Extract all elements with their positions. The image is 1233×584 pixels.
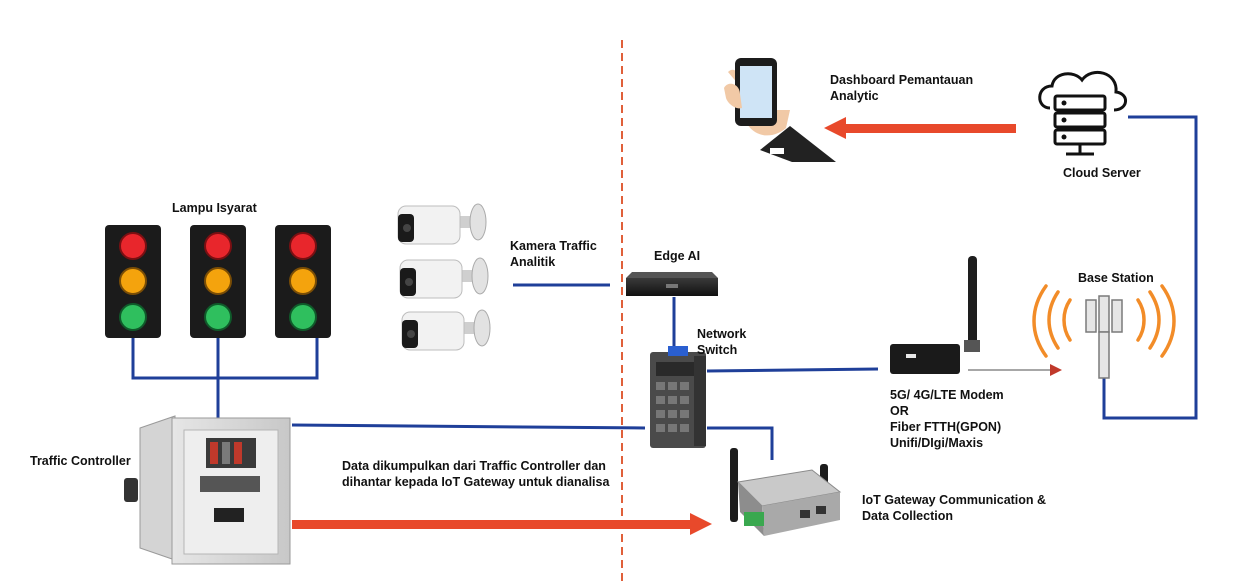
link-lights-bus (131, 338, 319, 380)
network-switch-label-line-2: Switch (697, 343, 738, 357)
iot-gateway-icon (730, 448, 842, 536)
arrow-controller-gateway-head (690, 513, 712, 535)
link-controller-switch (291, 423, 646, 430)
arrow-controller-gateway-shaft (292, 520, 692, 529)
base-station-label: Base Station (1078, 271, 1154, 285)
cctv-camera-icon (397, 203, 491, 351)
network-links (131, 115, 1198, 460)
network-switch-label: Network Switch (697, 326, 746, 358)
kamera-label-line-2: Analitik (510, 255, 556, 269)
data-flow-label: Data dikumpulkan dari Traffic Controller… (342, 458, 609, 490)
link-station-cloud (1102, 115, 1198, 420)
kamera-label-line-1: Kamera Traffic (510, 239, 597, 253)
modem-label-line-2: OR (890, 404, 909, 418)
network-switch-label-line-1: Network (697, 327, 747, 341)
data-flow-label-line-1: Data dikumpulkan dari Traffic Controller… (342, 459, 606, 473)
edge-ai-box-icon (626, 272, 718, 296)
iot-gateway-label-line-1: IoT Gateway Communication & (862, 493, 1047, 507)
data-flow-label-line-2: dihantar kepada IoT Gateway untuk dianal… (342, 475, 610, 489)
cloud-server-leds (1061, 100, 1067, 140)
arrow-modem-station-head (1050, 364, 1062, 376)
cloud-server-icon (1038, 70, 1127, 156)
traffic-controller-label: Traffic Controller (30, 454, 131, 468)
modem-label-line-1: 5G/ 4G/LTE Modem (890, 388, 1004, 402)
cloud-server-label: Cloud Server (1063, 166, 1141, 180)
kamera-label: Kamera Traffic Analitik (510, 238, 597, 270)
base-station-tower-icon (1032, 284, 1176, 379)
modem-label: 5G/ 4G/LTE Modem OR Fiber FTTH(GPON) Uni… (890, 387, 1004, 451)
dashboard-label-line-1: Dashboard Pemantauan (830, 73, 974, 87)
edge-ai-label: Edge AI (654, 249, 701, 263)
traffic-light-icon (105, 225, 331, 338)
lampu-isyarat-label: Lampu Isyarat (172, 201, 257, 215)
arrow-cloud-dashboard-shaft (842, 124, 1016, 133)
modem-label-line-3: Fiber FTTH(GPON) (890, 420, 1002, 434)
lte-modem-icon (890, 256, 980, 374)
data-arrows (292, 117, 1062, 535)
network-switch-icon (650, 346, 706, 448)
link-switch-modem (706, 367, 879, 373)
iot-gateway-label-line-2: Data Collection (862, 509, 953, 523)
traffic-controller-cabinet-icon (124, 415, 291, 565)
dashboard-label: Dashboard Pemantauan Analytic (830, 72, 973, 104)
smartphone-hand-icon (724, 58, 836, 162)
iot-gateway-label: IoT Gateway Communication & Data Collect… (862, 492, 1046, 524)
modem-label-line-4: Unifi/DIgi/Maxis (890, 436, 984, 450)
arrow-cloud-dashboard-head (824, 117, 846, 139)
dashboard-label-line-2: Analytic (830, 89, 879, 103)
link-switch-gateway (707, 426, 774, 460)
